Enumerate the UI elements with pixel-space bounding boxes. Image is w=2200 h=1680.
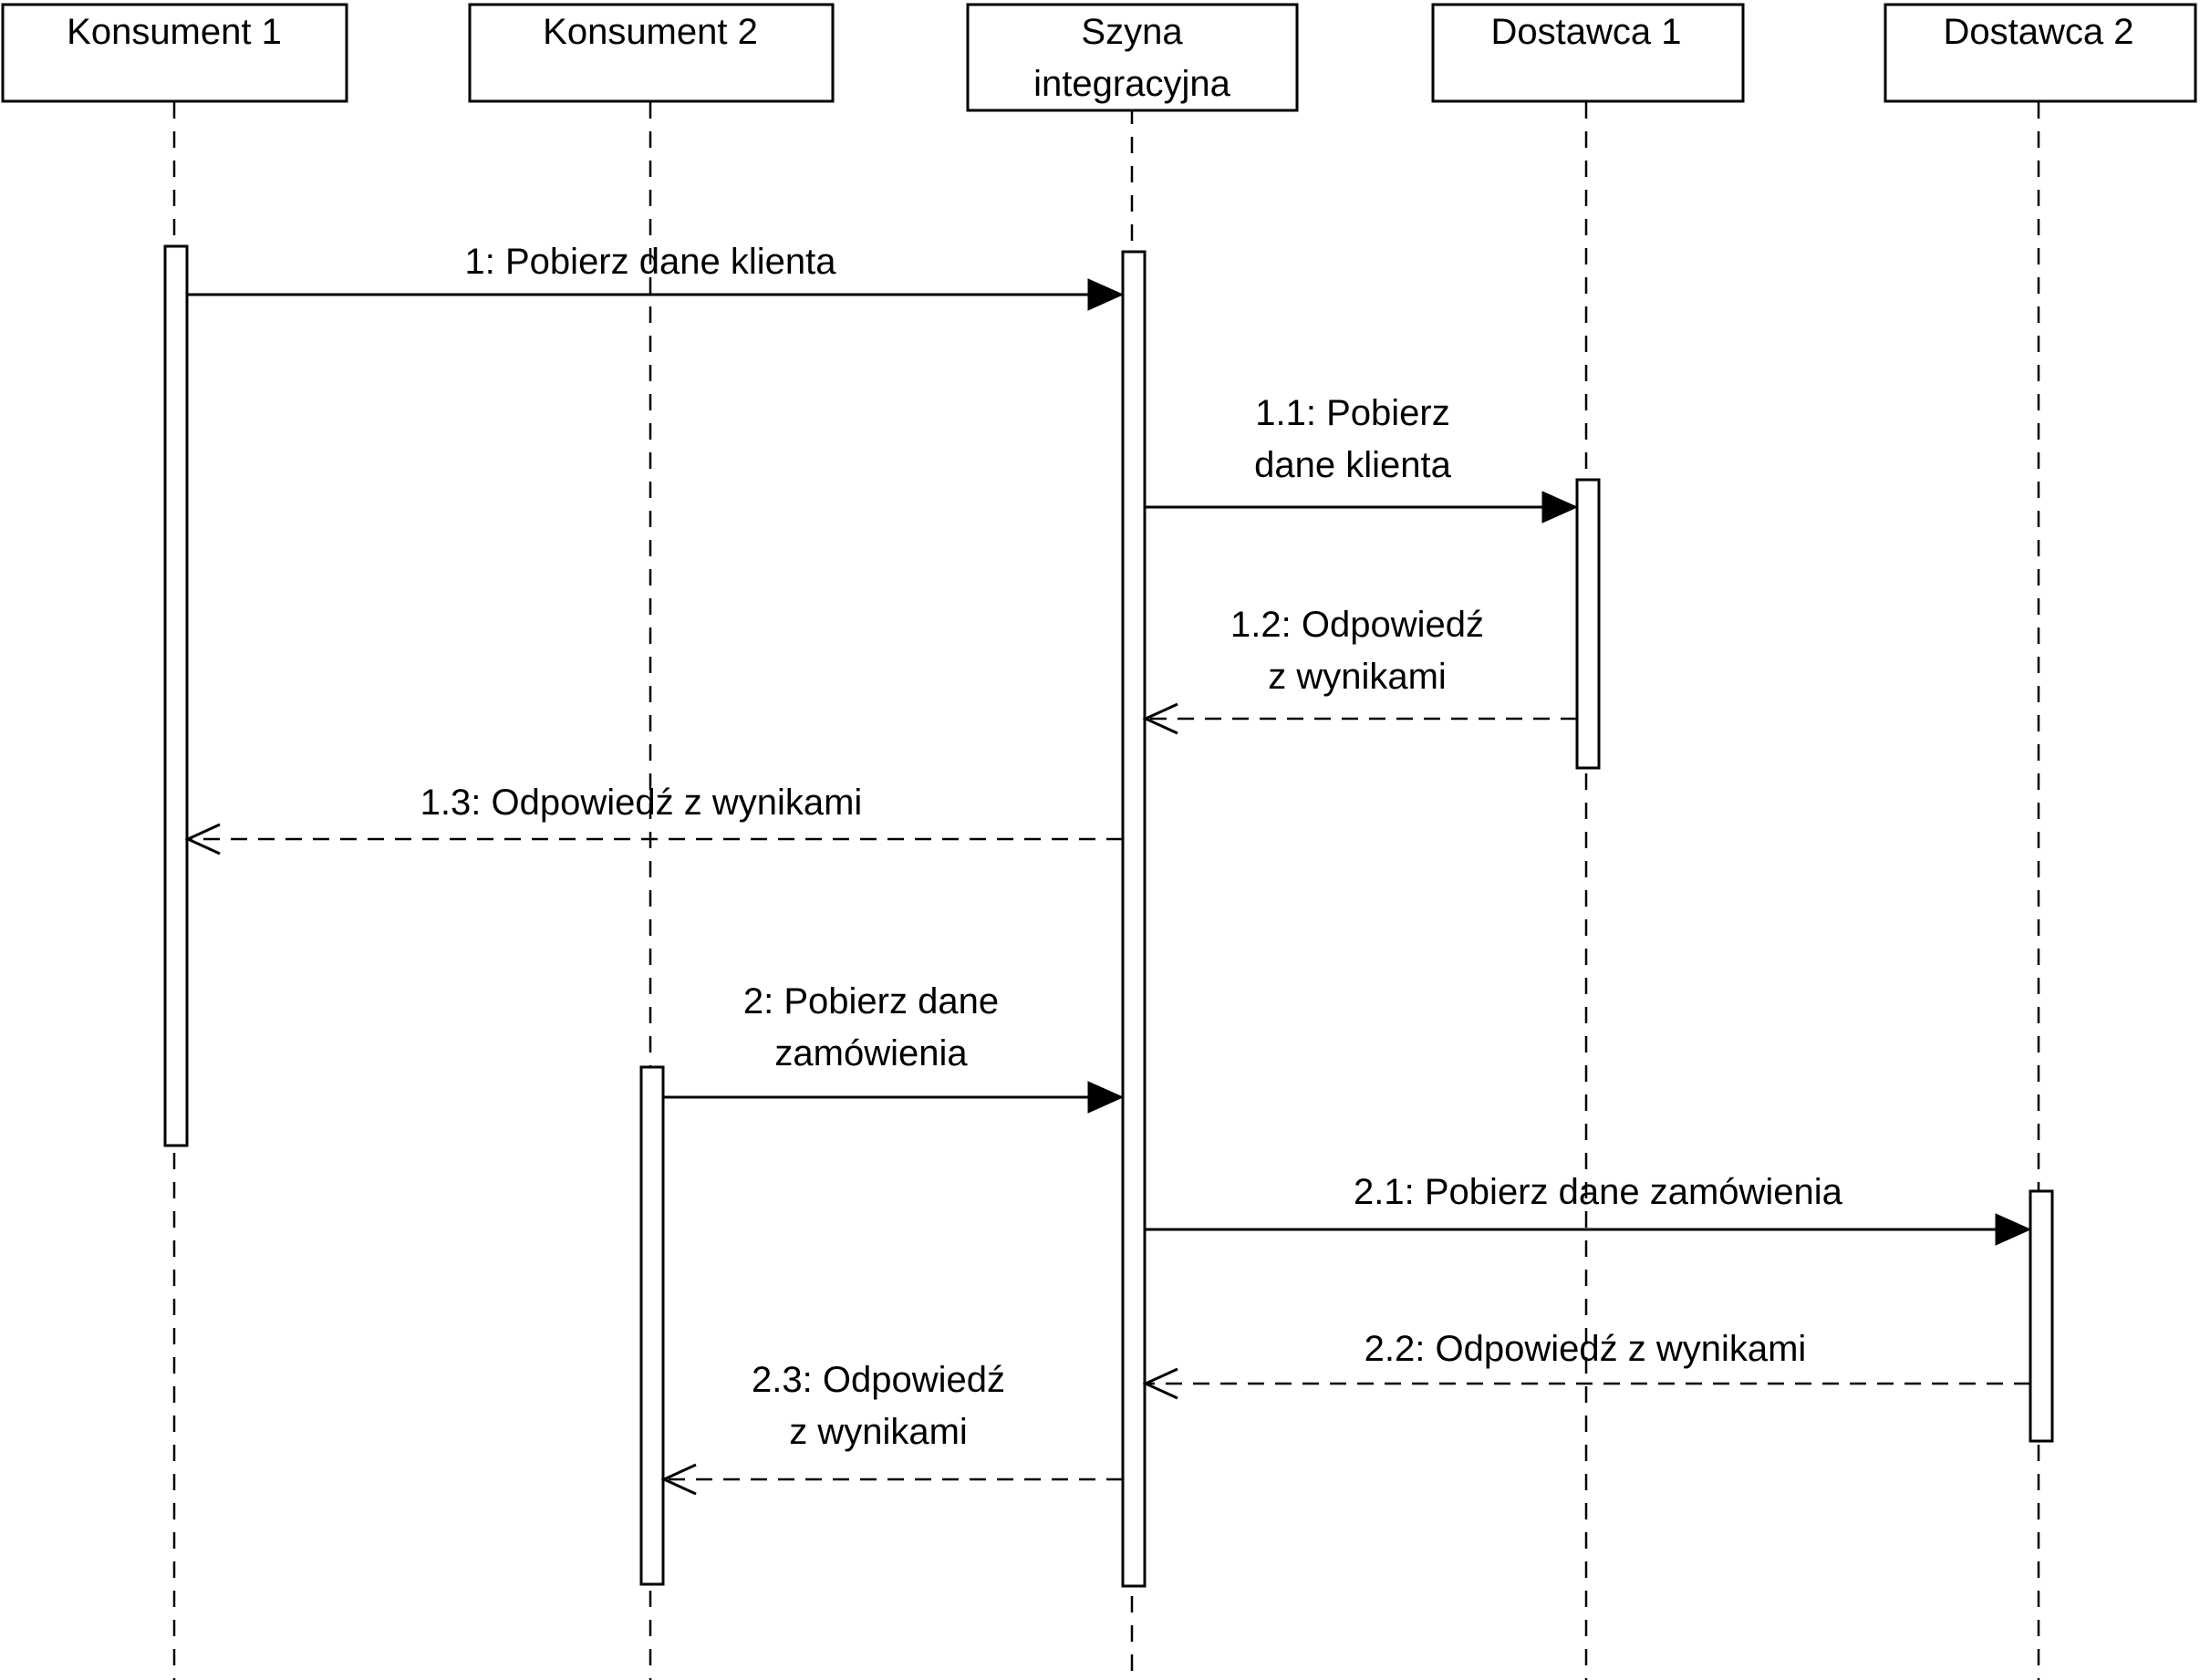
- message-2-2: 2.2: Odpowiedź z wynikami: [1142, 1329, 2030, 1400]
- message-2-1: 2.1: Pobierz dane zamówienia: [1145, 1172, 2032, 1246]
- activation-dostawca-2: [2029, 1189, 2054, 1443]
- message-label-line-2: dane klienta: [1254, 445, 1451, 485]
- message-1-1: 1.1: Pobierz dane klienta: [1145, 393, 1579, 524]
- message-2: 2: Pobierz dane zamówienia: [663, 981, 1125, 1114]
- open-arrowhead-icon: [1142, 1367, 1178, 1400]
- participant-label: Dostawca 2: [1944, 12, 2134, 52]
- open-arrowhead-icon: [1142, 702, 1178, 735]
- message-1-2: 1.2: Odpowiedź z wynikami: [1142, 605, 1577, 735]
- open-arrowhead-icon: [660, 1463, 697, 1496]
- participant-label-line-2: integracyjna: [1033, 64, 1230, 104]
- participant-label: Konsument 1: [67, 12, 282, 52]
- participant-konsument-1: Konsument 1: [1, 3, 348, 103]
- message-label-line-1: 1.1: Pobierz: [1255, 393, 1449, 433]
- participant-label-line-1: Szyna: [1081, 12, 1183, 52]
- message-label-line-2: z wynikami: [1268, 657, 1447, 697]
- activation-szyna-integracyjna: [1121, 250, 1147, 1588]
- activation-konsument-2: [639, 1065, 665, 1586]
- message-label-line-1: 2.3: Odpowiedź: [752, 1360, 1005, 1400]
- filled-arrowhead-icon: [1087, 1081, 1125, 1114]
- participant-label: Dostawca 1: [1491, 12, 1682, 52]
- message-2-3: 2.3: Odpowiedź z wynikami: [660, 1360, 1123, 1496]
- message-label-line-1: 2: Pobierz dane: [743, 981, 999, 1021]
- activation-konsument-1: [163, 244, 189, 1147]
- message-label-line-2: z wynikami: [789, 1412, 968, 1452]
- message-label: 2.2: Odpowiedź z wynikami: [1365, 1329, 1807, 1369]
- message-label-line-1: 1.2: Odpowiedź: [1230, 605, 1484, 645]
- participant-szyna-integracyjna: Szyna integracyjna: [966, 3, 1299, 112]
- message-label-line-2: zamówienia: [774, 1033, 968, 1073]
- participant-label: Konsument 2: [543, 12, 758, 52]
- message-1: 1: Pobierz dane klienta: [187, 242, 1125, 311]
- message-label: 2.1: Pobierz dane zamówienia: [1354, 1172, 1843, 1212]
- message-1-3: 1.3: Odpowiedź z wynikami: [184, 783, 1123, 856]
- participant-dostawca-1: Dostawca 1: [1431, 3, 1745, 103]
- activation-dostawca-1: [1575, 478, 1601, 770]
- message-label: 1.3: Odpowiedź z wynikami: [420, 783, 863, 823]
- message-label: 1: Pobierz dane klienta: [465, 242, 837, 282]
- filled-arrowhead-icon: [1995, 1213, 2032, 1246]
- participant-konsument-2: Konsument 2: [468, 3, 835, 103]
- filled-arrowhead-icon: [1541, 491, 1579, 524]
- open-arrowhead-icon: [184, 823, 221, 856]
- filled-arrowhead-icon: [1087, 278, 1125, 311]
- participant-dostawca-2: Dostawca 2: [1883, 3, 2197, 103]
